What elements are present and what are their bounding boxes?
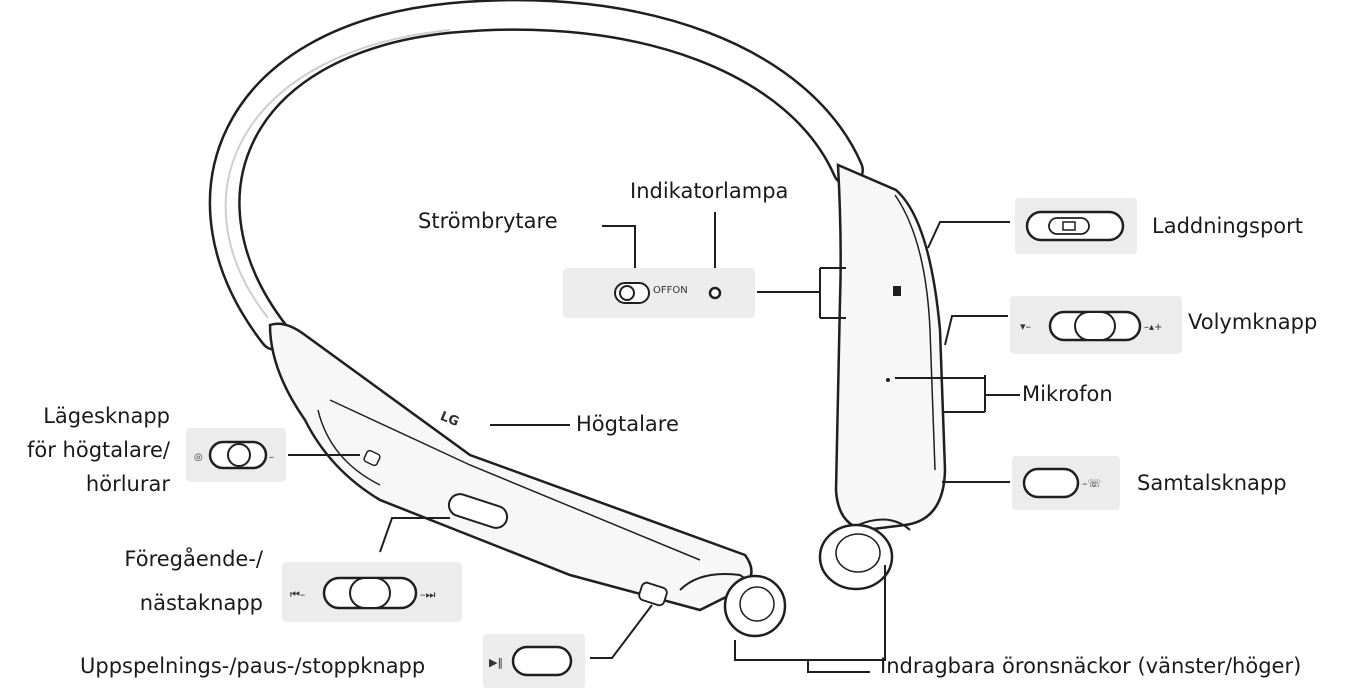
svg-text:◎: ◎ (194, 452, 203, 463)
leader-charging-port (927, 221, 1010, 249)
label-prev-next-line2: nästaknapp (139, 591, 263, 615)
left-body-play-button (638, 581, 668, 607)
leader-power-switch (602, 225, 636, 288)
leader-volume (944, 315, 1008, 346)
left-earbud (723, 574, 787, 638)
left-body-mode-switch (363, 449, 381, 467)
label-play-pause-stop: Uppspelnings-/paus-/stoppknapp (80, 654, 426, 678)
label-indicator-lamp: Indikatorlampa (630, 179, 789, 203)
indicator-lamp-icon (708, 286, 722, 300)
label-microphone: Mikrofon (1022, 382, 1113, 406)
charging-port-inset (1015, 198, 1137, 254)
right-body (834, 163, 947, 532)
label-retractable-earbuds: Indragbara öronsnäckor (vänster/höger) (880, 654, 1302, 678)
label-prev-next-line1: Föregående-/ (124, 547, 263, 571)
label-speaker: Högtalare (576, 412, 679, 436)
right-body-port-mark (893, 286, 901, 296)
switch-text: OFFON (653, 285, 688, 296)
svg-text:–▴+: –▴+ (1144, 322, 1162, 333)
label-mode-button-line1: Lägesknapp (43, 404, 170, 428)
volume-inset: ▾– –▴+ (1010, 296, 1182, 354)
microphone-hole (886, 378, 890, 382)
left-body-rocker (447, 493, 509, 529)
right-earbud (818, 523, 894, 591)
leader-lines (288, 212, 1020, 673)
label-power-switch: Strömbrytare (418, 209, 558, 233)
svg-text:▾–: ▾– (1020, 320, 1031, 333)
svg-text:▶‖: ▶‖ (489, 656, 503, 669)
mode-button-inset: ◎ – (186, 428, 286, 482)
leader-prev-next (379, 517, 450, 553)
svg-text:–⏭: –⏭ (420, 588, 436, 601)
svg-text:–: – (269, 452, 274, 463)
call-button-icon (1022, 467, 1080, 499)
label-call-button: Samtalsknapp (1137, 471, 1287, 495)
leader-microphone (895, 375, 1020, 413)
play-pause-button-icon (511, 645, 573, 677)
svg-text:⏮–: ⏮– (290, 588, 305, 601)
label-volume-button: Volymknapp (1188, 310, 1318, 334)
label-mode-button-line2: för högtalare/ (26, 438, 170, 462)
call-button-inset: –☏ (1012, 456, 1120, 510)
left-body (268, 322, 753, 612)
leader-play (590, 604, 653, 659)
prev-next-inset: ⏮– –⏭ (282, 562, 462, 622)
leader-body-bracket (757, 267, 846, 319)
label-charging-port: Laddningsport (1152, 214, 1303, 238)
leader-earbuds (734, 565, 886, 673)
power-switch-inset: OFFON (563, 268, 755, 318)
svg-text:–☏: –☏ (1082, 477, 1101, 490)
play-button-inset: ▶‖ (483, 634, 585, 688)
label-mode-button-line3: hörlurar (85, 472, 170, 496)
